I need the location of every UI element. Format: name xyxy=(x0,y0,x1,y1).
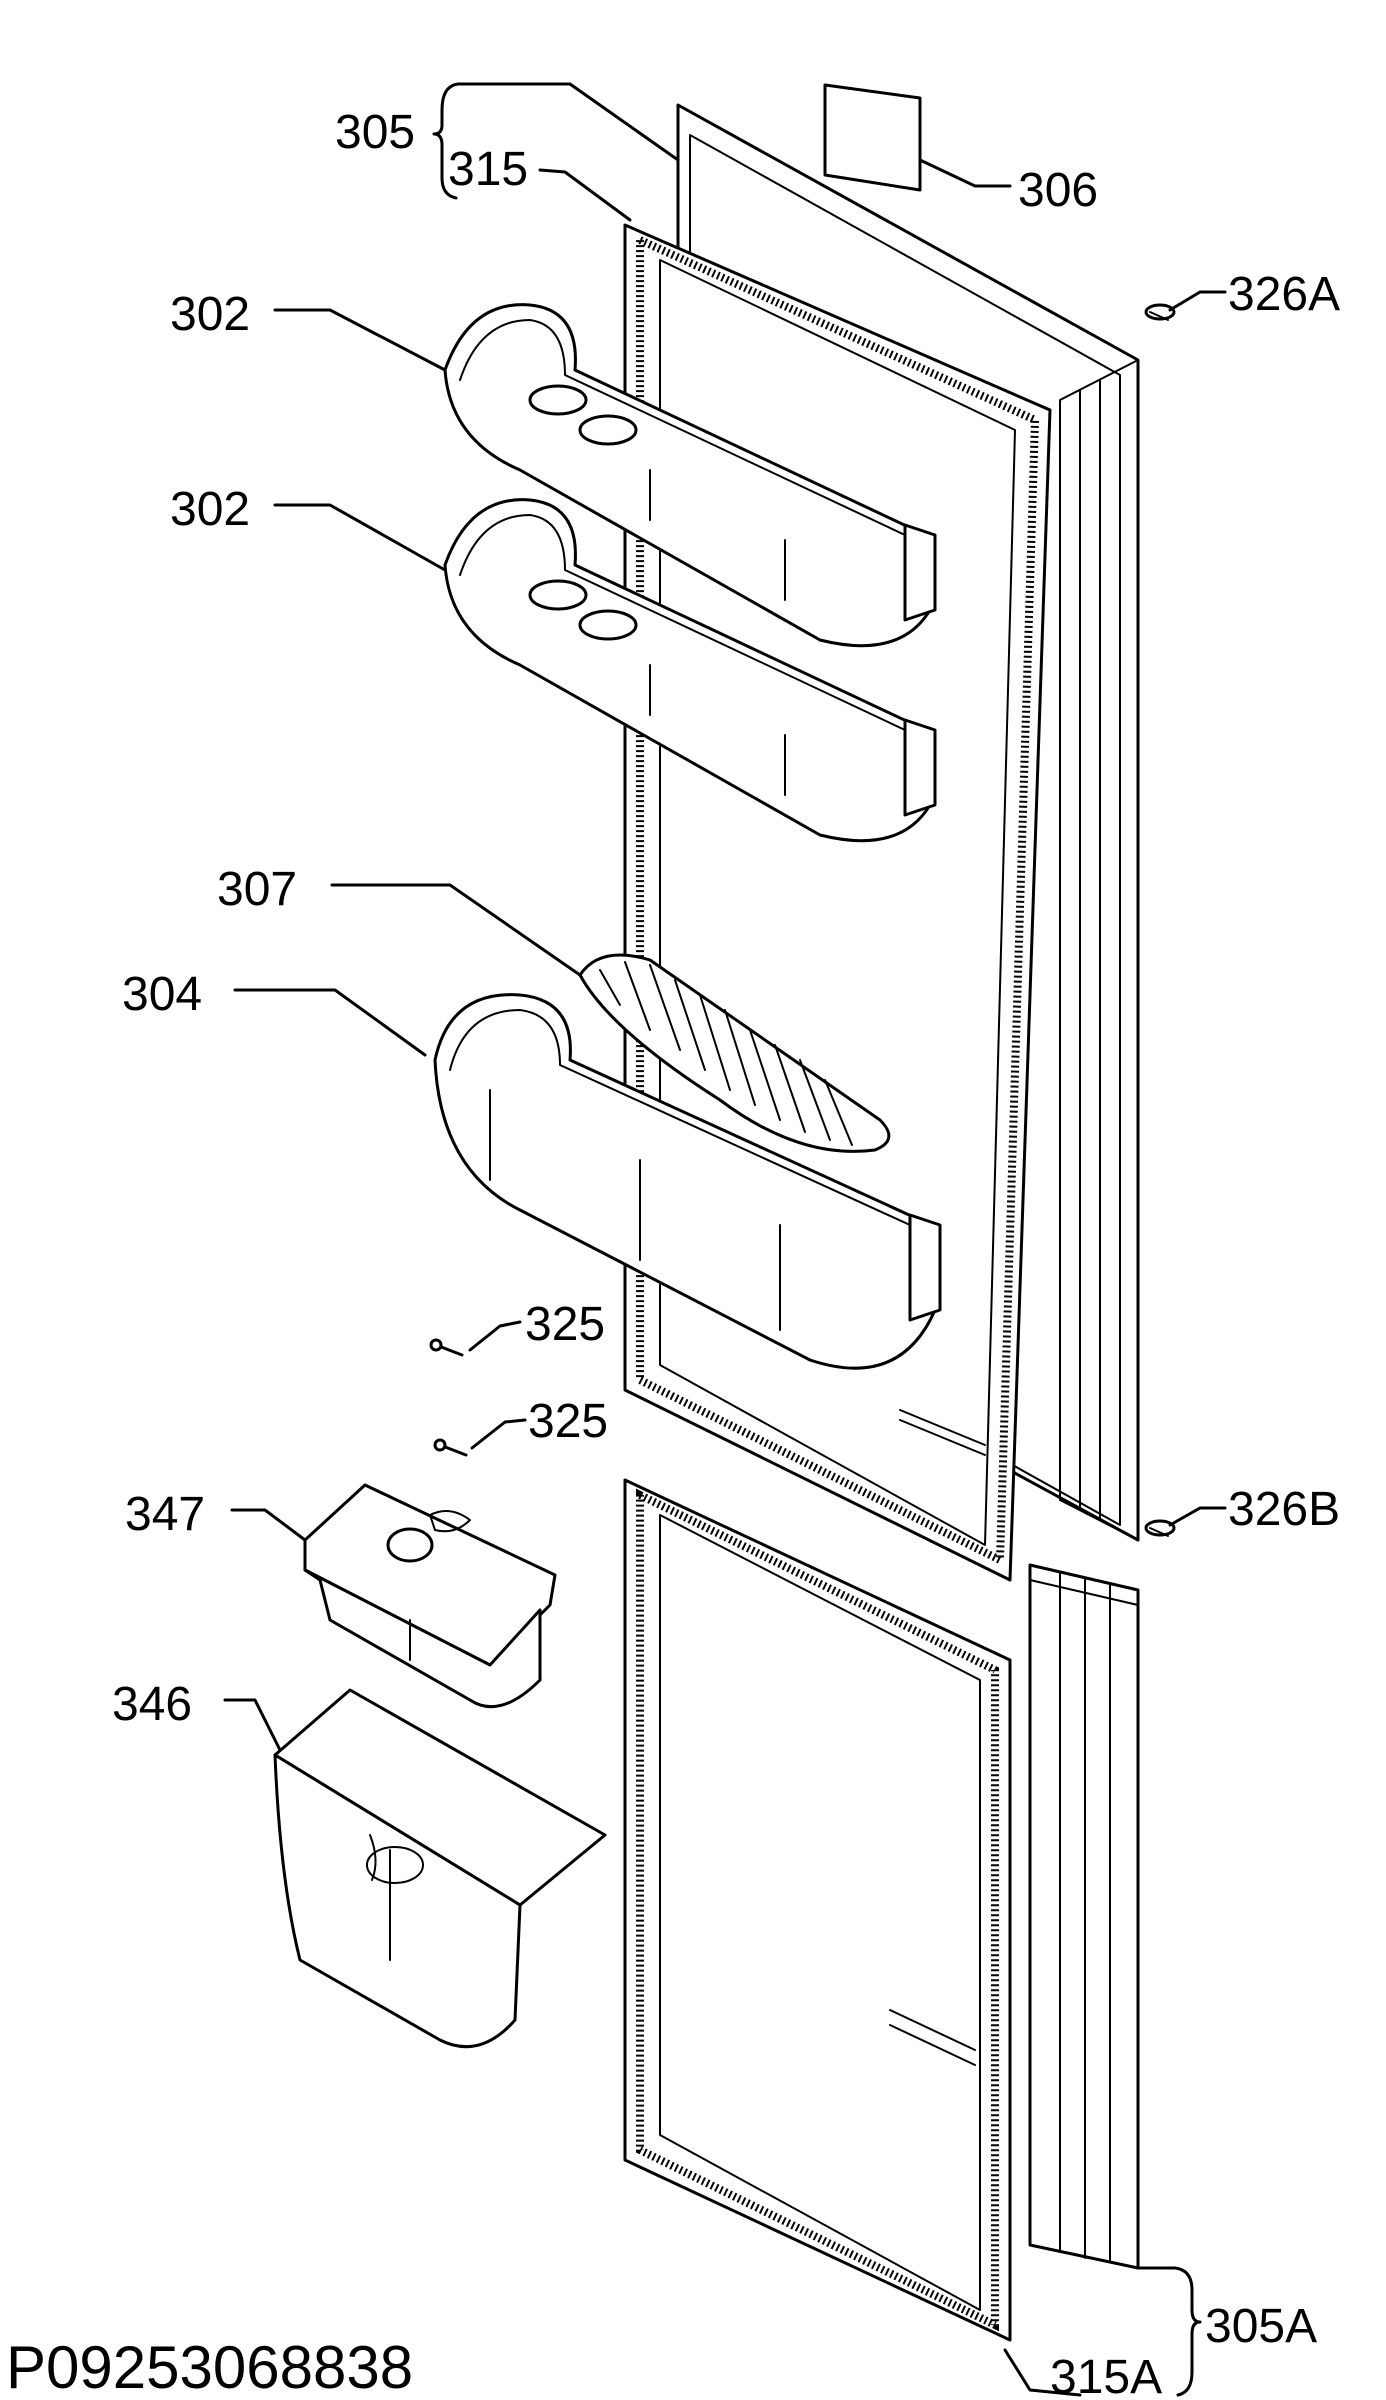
label-347: 347 xyxy=(125,1488,205,1541)
label-326b: 326B xyxy=(1228,1483,1340,1536)
leader-346 xyxy=(223,1698,282,1752)
leader-302-lower xyxy=(273,503,447,572)
label-305a: 305A xyxy=(1205,2300,1317,2353)
screw-325-lower-icon xyxy=(433,1438,468,1457)
leader-325-upper xyxy=(468,1320,522,1352)
door-bin-304 xyxy=(433,993,942,1370)
label-325-lower: 325 xyxy=(528,1395,608,1448)
label-306: 306 xyxy=(1018,164,1098,217)
leader-306 xyxy=(918,158,1012,188)
label-315a: 315A xyxy=(1050,2351,1162,2400)
leader-326a xyxy=(1168,290,1227,312)
leader-307 xyxy=(330,883,582,977)
label-326a: 326A xyxy=(1228,268,1340,321)
door-bin-302-lower xyxy=(443,498,937,843)
leader-326b xyxy=(1168,1506,1227,1527)
bracket-305-315 xyxy=(432,82,460,200)
dairy-box-347 xyxy=(303,1483,557,1709)
screw-326b-icon xyxy=(1144,1519,1176,1537)
leader-302-upper xyxy=(273,308,447,372)
label-304: 304 xyxy=(122,968,202,1021)
bin-cover-307 xyxy=(578,953,891,1153)
label-305: 305 xyxy=(335,106,415,159)
label-315: 315 xyxy=(448,143,528,196)
leader-315 xyxy=(538,168,632,222)
leader-347 xyxy=(230,1508,307,1542)
label-346: 346 xyxy=(112,1678,192,1731)
label-302-upper: 302 xyxy=(170,288,250,341)
leader-315a xyxy=(1003,2348,1082,2397)
lower-door-gasket xyxy=(623,1478,1012,2342)
leader-304 xyxy=(233,988,427,1057)
label-302-lower: 302 xyxy=(170,483,250,536)
screw-325-upper-icon xyxy=(429,1338,464,1357)
screw-326a-icon xyxy=(1144,303,1176,321)
bracket-305a-315a xyxy=(1173,2266,1202,2397)
leader-325-lower xyxy=(470,1418,527,1450)
drawing-code: P09253068838 xyxy=(6,2334,413,2400)
door-bin-302-upper xyxy=(443,303,937,648)
bin-346 xyxy=(273,1688,607,2049)
leader-305 xyxy=(456,82,680,162)
label-325-upper: 325 xyxy=(525,1298,605,1351)
lower-door-outer xyxy=(1028,1563,1140,2270)
label-307: 307 xyxy=(217,863,297,916)
rating-label-plate xyxy=(823,83,922,192)
